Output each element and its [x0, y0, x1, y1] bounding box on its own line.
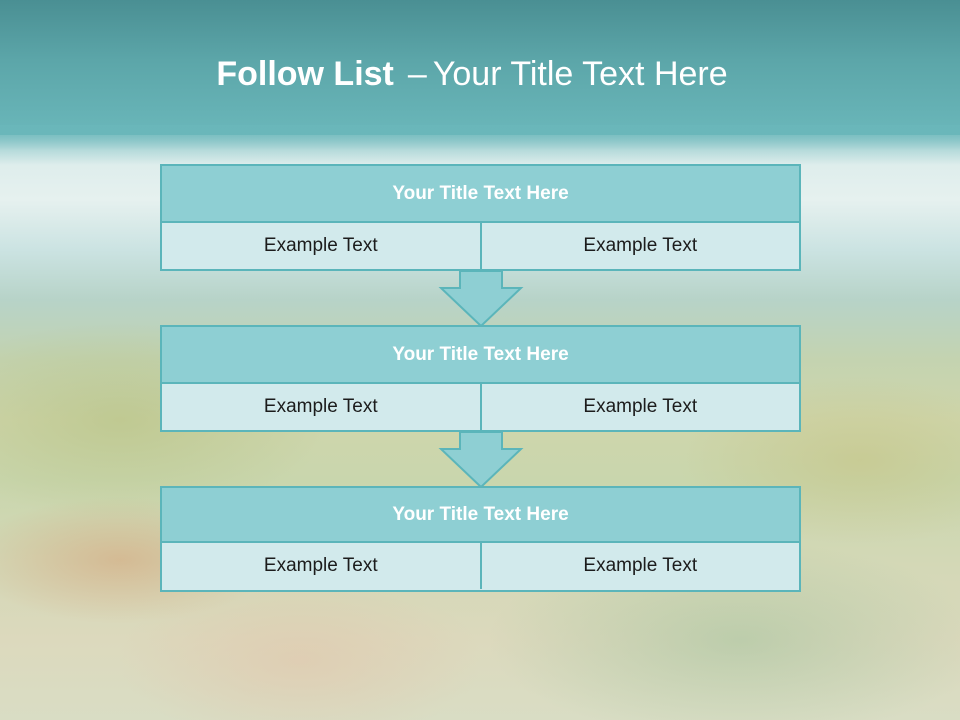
- down-arrow-icon: [438, 270, 524, 328]
- slide-title-dash: –: [407, 55, 427, 93]
- block-cell-left: Example Text: [263, 396, 378, 417]
- list-block-1: Your Title Text Here Example Text Exampl…: [160, 164, 801, 271]
- slide-title: Follow List–Your Title Text Here: [0, 52, 944, 96]
- list-block-3: Your Title Text Here Example Text Exampl…: [160, 486, 801, 592]
- block-cell-right: Example Text: [479, 223, 800, 269]
- block-cell-left: Example Text: [263, 235, 378, 256]
- block-cell-right: Example Text: [479, 384, 800, 430]
- block-row: Example Text Example Text: [162, 543, 799, 589]
- slide-title-rest: Your Title Text Here: [432, 55, 728, 93]
- block-cell-right: Example Text: [479, 543, 800, 589]
- down-arrow-icon: [438, 431, 524, 489]
- block-cell-left: Example Text: [263, 555, 378, 576]
- block-row: Example Text Example Text: [162, 384, 799, 430]
- block-title: Your Title Text Here: [162, 488, 799, 543]
- list-block-2: Your Title Text Here Example Text Exampl…: [160, 325, 801, 432]
- title-band-fade: [0, 125, 960, 165]
- block-title: Your Title Text Here: [162, 166, 799, 223]
- title-band: [0, 0, 960, 135]
- slide-title-lead: Follow List: [216, 55, 394, 93]
- block-row: Example Text Example Text: [162, 223, 799, 269]
- block-title: Your Title Text Here: [162, 327, 799, 384]
